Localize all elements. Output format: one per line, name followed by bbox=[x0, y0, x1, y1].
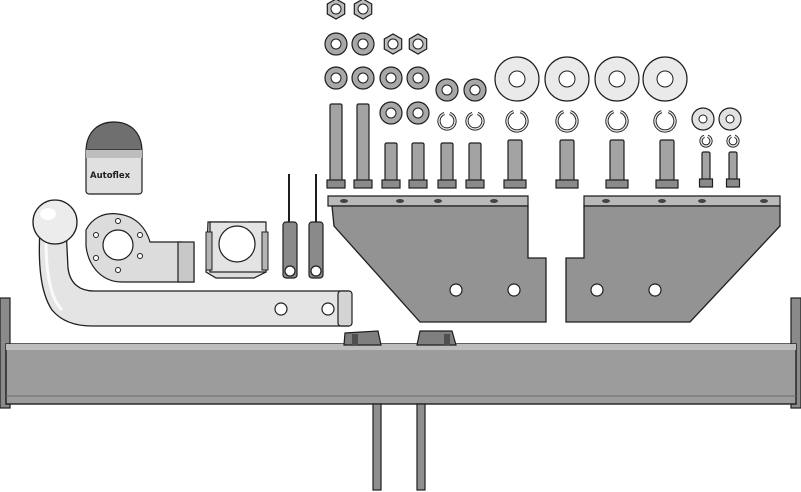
spring-washer bbox=[653, 110, 677, 133]
washer bbox=[435, 78, 459, 102]
tie-rods bbox=[282, 174, 324, 279]
spring-washer bbox=[505, 110, 529, 133]
washer bbox=[406, 101, 430, 125]
washer bbox=[406, 66, 430, 90]
spring-washer bbox=[437, 111, 457, 131]
side-brackets bbox=[327, 195, 781, 323]
socket-cover-label: Autoflex bbox=[90, 171, 131, 181]
spring-washer bbox=[726, 134, 740, 148]
beam-legs bbox=[372, 403, 426, 491]
washer bbox=[379, 101, 403, 125]
washer bbox=[351, 32, 375, 56]
bolt bbox=[725, 151, 741, 188]
spring-washer bbox=[699, 134, 713, 148]
bolt bbox=[353, 103, 373, 189]
bolt bbox=[381, 142, 401, 189]
bolt bbox=[326, 103, 346, 189]
bolt bbox=[465, 142, 485, 189]
bolt bbox=[605, 139, 629, 189]
right-bracket bbox=[565, 195, 781, 323]
bolts bbox=[326, 103, 741, 189]
washer bbox=[544, 56, 590, 102]
washer bbox=[324, 66, 348, 90]
bolt bbox=[437, 142, 457, 189]
spring-washers bbox=[437, 110, 740, 148]
washer bbox=[379, 66, 403, 90]
bolt bbox=[555, 139, 579, 189]
bolt bbox=[655, 139, 679, 189]
socket-cover: Autoflex bbox=[85, 121, 143, 195]
mount-clip bbox=[205, 221, 269, 279]
washer bbox=[594, 56, 640, 102]
bolt bbox=[408, 142, 428, 189]
washer bbox=[351, 66, 375, 90]
beam-clamps bbox=[343, 330, 457, 346]
nut bbox=[326, 0, 346, 20]
left-bracket bbox=[327, 195, 547, 323]
cross-beam bbox=[0, 297, 801, 409]
washer bbox=[463, 78, 487, 102]
nut bbox=[353, 0, 373, 20]
washer bbox=[324, 32, 348, 56]
bolt bbox=[698, 151, 714, 188]
bolt bbox=[503, 139, 527, 189]
socket-plate bbox=[85, 213, 195, 283]
nut bbox=[408, 33, 428, 55]
spring-washer bbox=[465, 111, 485, 131]
washer bbox=[691, 107, 715, 131]
nuts bbox=[326, 0, 428, 55]
washer bbox=[642, 56, 688, 102]
nut bbox=[383, 33, 403, 55]
washers bbox=[324, 32, 742, 131]
spring-washer bbox=[555, 110, 579, 133]
tow-ball-neck bbox=[32, 199, 353, 327]
washer bbox=[718, 107, 742, 131]
washer bbox=[494, 56, 540, 102]
spring-washer bbox=[605, 110, 629, 133]
